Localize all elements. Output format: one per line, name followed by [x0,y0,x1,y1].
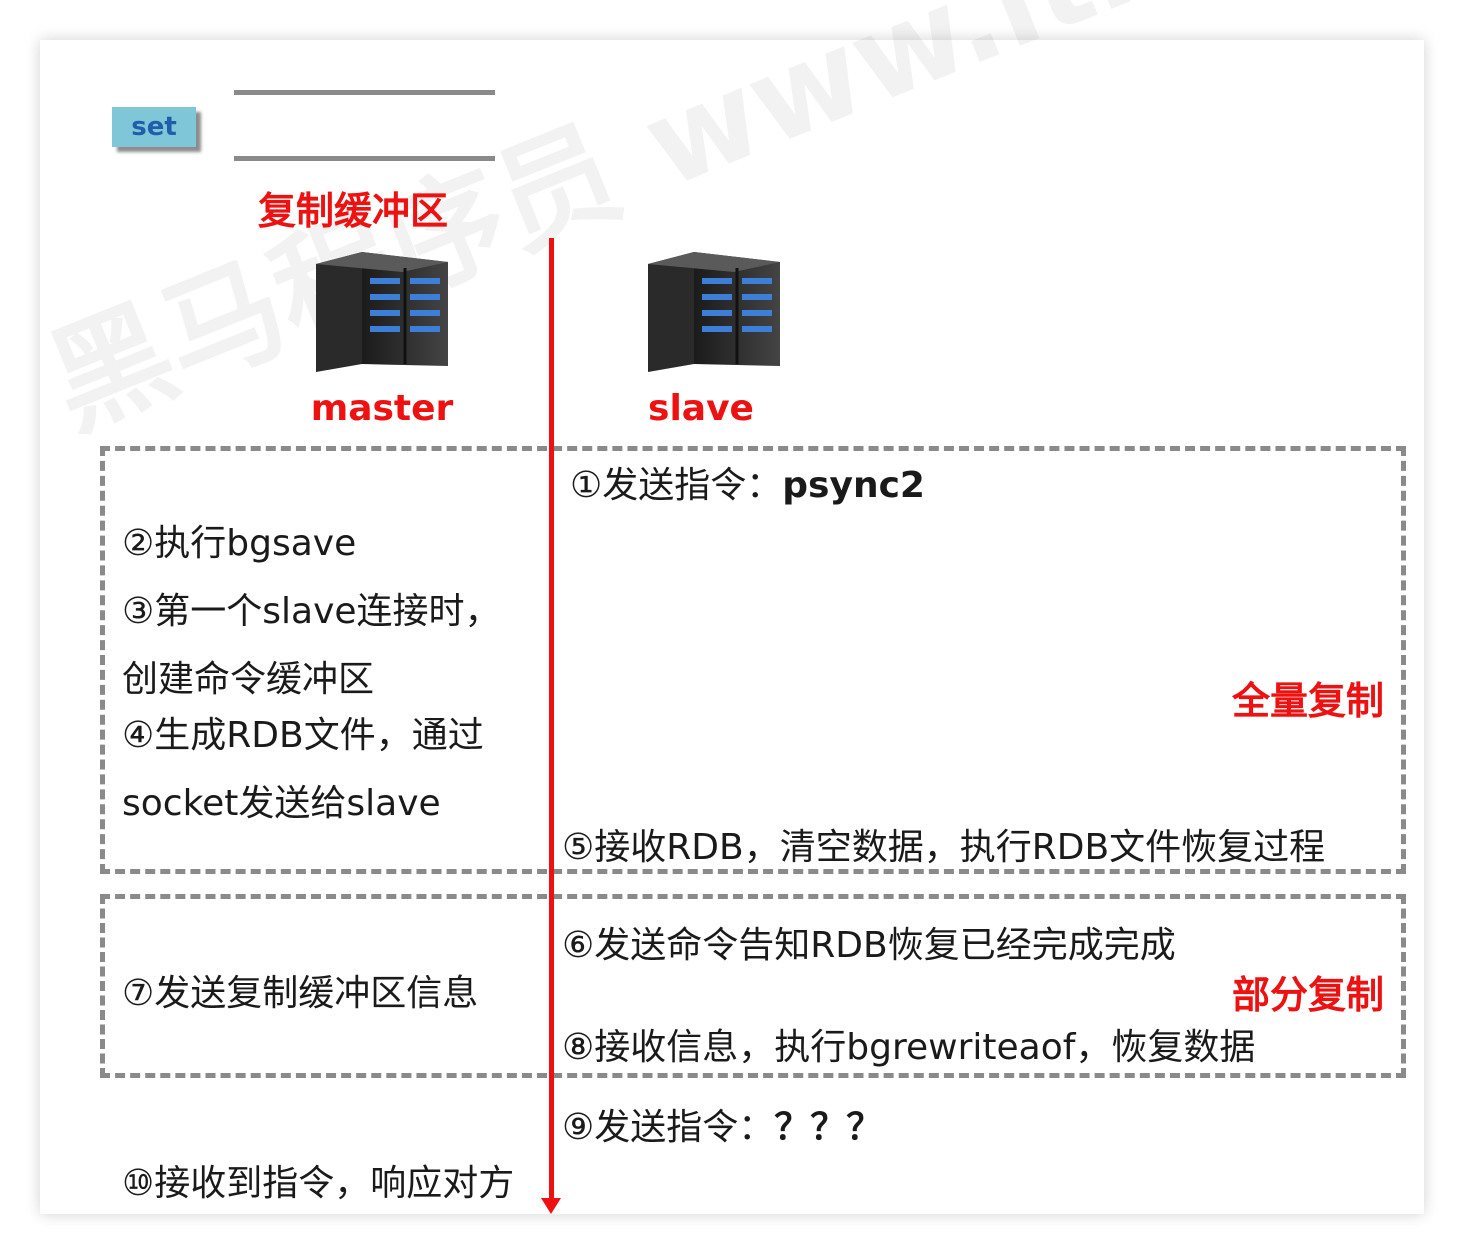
step-1-text: ①发送指令： [570,465,783,506]
step-1-command: psync2 [782,465,925,506]
step-5: ⑤接收RDB，清空数据，执行RDB文件恢复过程 [562,827,1326,868]
master-label: master [310,388,454,429]
step-3-line-2: 创建命令缓冲区 [122,659,375,700]
diagram-card [40,40,1424,1214]
step-4-line-1: ④生成RDB文件，通过 [122,715,484,756]
timeline-line [549,238,554,1202]
step-9-command: ？？？ [774,1107,883,1148]
timeline-arrow-icon [541,1198,561,1214]
buffer-label: 复制缓冲区 [258,189,449,233]
step-2: ②执行bgsave [122,523,357,564]
step-4-line-2: socket发送给slave [122,783,441,824]
step-8: ⑧接收信息，执行bgrewriteaof，恢复数据 [562,1027,1256,1068]
full-sync-label: 全量复制 [1232,679,1385,723]
step-9: ⑨发送指令：？？？ [562,1098,882,1150]
step-6: ⑥发送命令告知RDB恢复已经完成完成 [562,925,1176,966]
full-sync-box [100,446,1406,874]
master-server-icon [312,248,452,376]
slave-server-icon [644,248,784,376]
partial-sync-label: 部分复制 [1232,973,1385,1017]
step-9-text: ⑨发送指令： [562,1107,775,1148]
buffer-top-line [234,90,495,95]
step-1: ①发送指令：psync2 [570,456,925,508]
buffer-bottom-line [234,156,495,161]
step-7: ⑦发送复制缓冲区信息 [122,973,479,1014]
step-3-line-1: ③第一个slave连接时， [122,591,501,632]
set-command-badge: set [112,107,196,147]
slave-label: slave [648,388,754,429]
partial-sync-box [100,894,1406,1078]
step-10: ⑩接收到指令，响应对方 [122,1163,515,1204]
